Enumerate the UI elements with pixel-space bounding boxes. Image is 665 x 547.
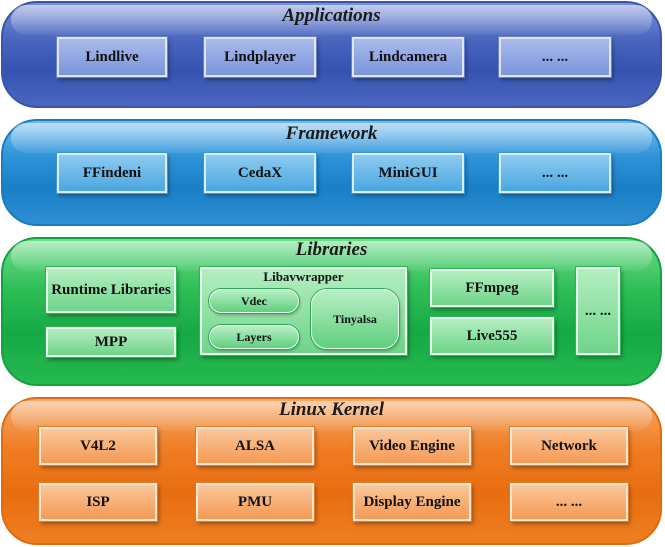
framework-layer: Framework FFindeni CedaX MiniGUI ... ... (1, 119, 662, 226)
cedax-box: CedaX (204, 153, 316, 193)
apps-more-box: ... ... (499, 37, 611, 77)
mpp-box: MPP (46, 327, 176, 357)
lindlive-box: Lindlive (57, 37, 167, 77)
linux-kernel-layer: Linux Kernel V4L2 ALSA Video Engine Netw… (1, 397, 662, 545)
applications-layer: Applications Lindlive Lindplayer Lindcam… (1, 1, 662, 108)
alsa-box: ALSA (196, 427, 314, 465)
applications-title: Applications (282, 5, 381, 26)
v4l2-box: V4L2 (39, 427, 157, 465)
ffmpeg-box: FFmpeg (430, 269, 554, 307)
layer-gloss (11, 401, 652, 431)
layer-gloss (11, 5, 652, 35)
live555-box: Live555 (430, 317, 554, 355)
layer-gloss (11, 123, 652, 153)
lindcamera-box: Lindcamera (352, 37, 464, 77)
libavwrapper-title: Libavwrapper (263, 269, 344, 284)
libraries-layer: Libraries Runtime Libraries MPP Libavwra… (1, 237, 662, 386)
tinyalsa-pill: Tinyalsa (311, 289, 399, 349)
video-engine-box: Video Engine (353, 427, 471, 465)
runtime-libraries-box: Runtime Libraries (46, 267, 176, 313)
libraries-title: Libraries (295, 239, 368, 260)
framework-title: Framework (285, 123, 378, 144)
layers-pill: Layers (209, 325, 299, 349)
ffindeni-box: FFindeni (57, 153, 167, 193)
vdec-pill: Vdec (209, 289, 299, 313)
lindplayer-box: Lindplayer (204, 37, 316, 77)
framework-more-box: ... ... (499, 153, 611, 193)
display-engine-box: Display Engine (353, 483, 471, 521)
layer-gloss (11, 241, 652, 271)
kernel-more-box: ... ... (510, 483, 628, 521)
pmu-box: PMU (196, 483, 314, 521)
libraries-more-box: ... ... (576, 267, 620, 355)
isp-box: ISP (39, 483, 157, 521)
minigui-box: MiniGUI (352, 153, 464, 193)
network-box: Network (510, 427, 628, 465)
linux-kernel-title: Linux Kernel (278, 399, 385, 420)
